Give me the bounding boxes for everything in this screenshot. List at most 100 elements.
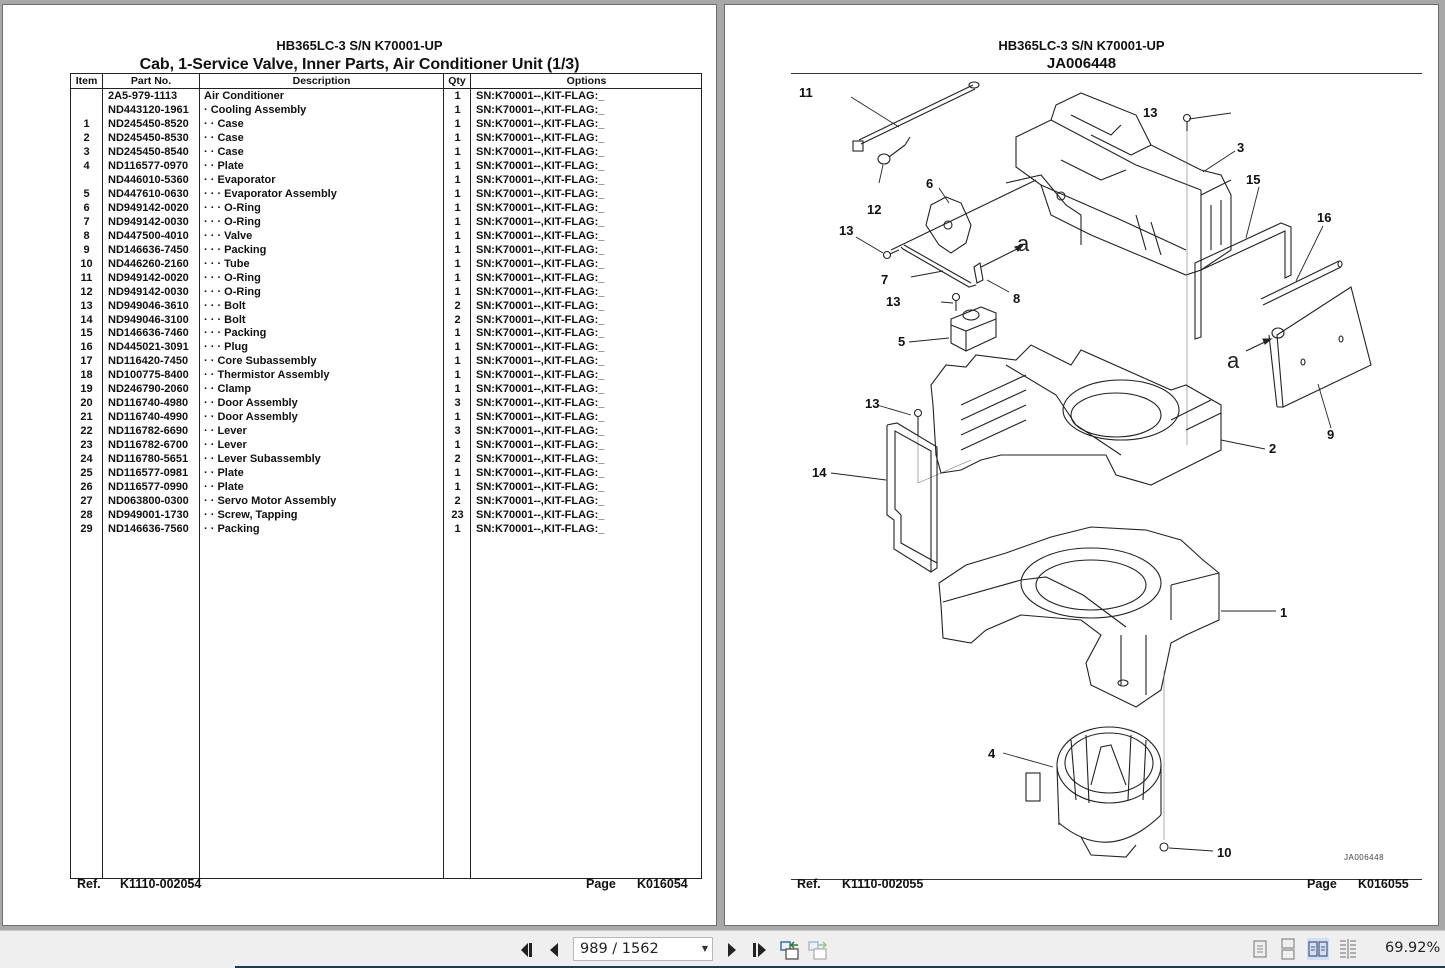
description-cell: · · Door Assembly [204,411,298,424]
options-cell: SN:K70001--,KIT-FLAG:_ [476,271,605,284]
previous-view-icon [780,941,799,960]
callout-4: 4 [988,746,996,761]
view-continuous-button[interactable] [1277,938,1299,960]
part-number-cell: ND116782-6690 [108,425,189,438]
item-cell: 22 [80,425,93,438]
description-cell: · · · O-Ring [204,271,261,284]
part-15-packing [1194,222,1292,340]
part-number-cell: ND949046-3100 [108,313,189,326]
options-cell: SN:K70001--,KIT-FLAG:_ [476,481,605,494]
part-number-cell: ND245450-8540 [108,145,189,158]
part-3-upper-case [1005,92,1232,276]
callout-13: 13 [839,223,853,238]
part-number-cell: ND949142-0020 [108,271,189,284]
part-number-cell: ND445021-3091 [108,341,189,354]
diagram-linework [830,81,1372,858]
part-16-plug-rod [1260,260,1343,306]
quantity-cell: 1 [454,467,461,480]
previous-page-button[interactable] [546,940,566,960]
ref-label: Ref. [77,877,101,891]
options-cell: SN:K70001--,KIT-FLAG:_ [476,341,605,354]
single-page-icon [1253,940,1267,958]
quantity-cell: 1 [454,243,461,256]
options-cell: SN:K70001--,KIT-FLAG:_ [476,103,605,116]
continuous-page-icon [1281,938,1295,960]
quantity-cell: 3 [454,425,461,438]
part-10-screw [1159,671,1169,852]
description-cell: · · Servo Motor Assembly [204,495,337,508]
page-dropdown-arrow-icon[interactable]: ▼ [701,944,708,953]
description-cell: · · Evaporator [204,173,276,186]
right-page: HB365LC-3 S/N K70001-UP JA006448 [724,4,1439,926]
leader-lines [830,96,1332,852]
view-continuous-facing-button[interactable] [1337,938,1359,960]
page-number-input[interactable]: 989 / 1562 ▼ [573,937,713,961]
options-cell: SN:K70001--,KIT-FLAG:_ [476,117,605,130]
options-cell: SN:K70001--,KIT-FLAG:_ [476,285,605,298]
prev-page-icon [550,943,558,957]
last-page-button[interactable] [750,940,770,960]
part-12-plug [877,136,911,165]
options-cell: SN:K70001--,KIT-FLAG:_ [476,145,605,158]
part-number-cell: ND116782-6700 [108,439,189,452]
item-cell: 27 [80,495,93,508]
part-number-cell: ND063800-0300 [108,495,189,508]
quantity-cell: 1 [454,369,461,382]
part-number-cell: ND116740-4990 [108,411,189,424]
item-cell: 9 [83,243,90,256]
item-cell: 3 [83,145,90,158]
part-11-thermistor [852,81,980,152]
drawing-number-title: JA006448 [1046,55,1117,72]
part-number-cell: ND116740-4980 [108,397,189,410]
quantity-cell: 1 [454,327,461,340]
item-cell: 2 [83,131,90,144]
quantity-cell: 1 [454,145,461,158]
options-cell: SN:K70001--,KIT-FLAG:_ [476,453,605,466]
part-number-cell: ND446260-2160 [108,257,189,270]
description-cell: · · · Packing [204,327,267,340]
quantity-cell: 1 [454,383,461,396]
part-number-cell: ND116577-0981 [108,467,189,480]
part-number-cell: ND146636-7560 [108,523,189,536]
part-number-cell: ND443120-1961 [108,103,189,116]
first-page-button[interactable] [518,940,538,960]
description-cell: · · · Plug [204,341,248,354]
description-cell: · · · Tube [204,257,250,270]
view-single-page-button[interactable] [1249,938,1271,960]
first-page-icon [521,943,532,957]
view-facing-button[interactable] [1307,938,1329,960]
quantity-cell: 2 [454,299,461,312]
part-number-cell: ND116577-0990 [108,481,189,494]
options-cell: SN:K70001--,KIT-FLAG:_ [476,439,605,452]
part-number-cell: ND245450-8520 [108,117,189,130]
description-cell: · · · Packing [204,243,267,256]
facing-pages-icon [1308,941,1328,957]
previous-view-button[interactable] [780,940,800,960]
quantity-cell: 2 [454,313,461,326]
quantity-cell: 1 [454,285,461,298]
item-cell: 20 [80,397,93,410]
description-cell: · · · O-Ring [204,215,261,228]
next-view-button[interactable] [808,940,828,960]
quantity-cell: 1 [454,411,461,424]
next-page-button[interactable] [722,940,742,960]
options-cell: SN:K70001--,KIT-FLAG:_ [476,215,605,228]
zoom-level[interactable]: 69.92% [1385,940,1441,956]
item-cell: 18 [80,369,93,382]
